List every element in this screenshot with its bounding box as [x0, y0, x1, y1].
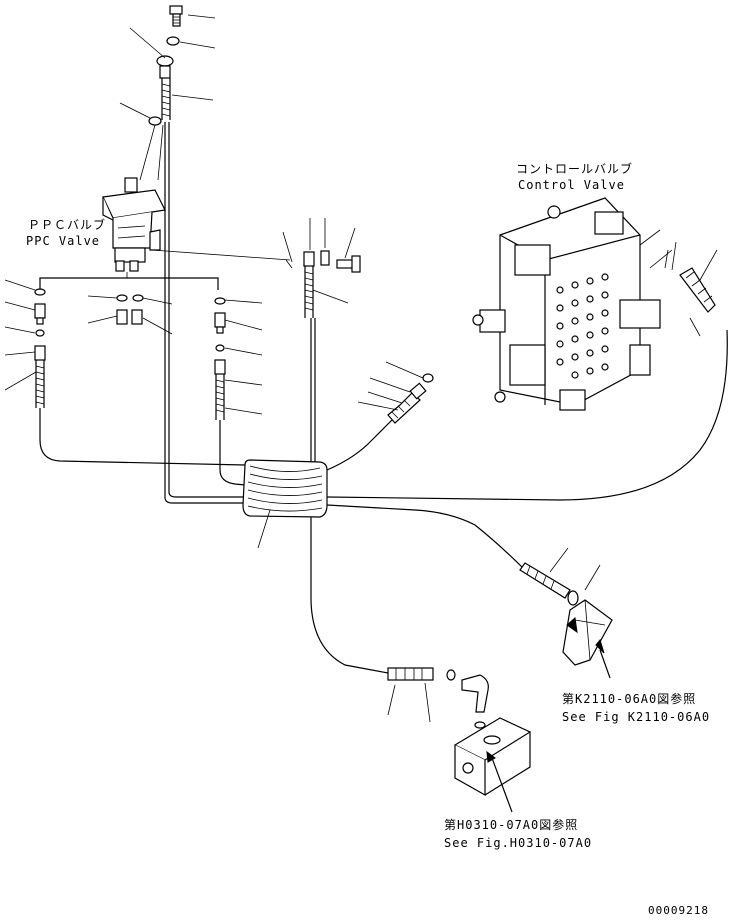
lower-block — [453, 717, 532, 797]
control-valve-holes — [556, 273, 609, 379]
middle-bolt — [336, 255, 361, 273]
drawing-number: 00009218 — [648, 904, 709, 917]
lower-right-hose — [519, 562, 579, 606]
left-hose — [34, 345, 46, 408]
middle-hose — [303, 251, 315, 318]
right-hose — [214, 359, 226, 420]
lower-elbow — [461, 674, 489, 713]
left-elbow-fitting — [34, 303, 46, 325]
reference-k2110-en: See Fig K2110-06A0 — [562, 710, 711, 724]
right-elbow-fitting — [214, 312, 226, 334]
ppc-valve-label-en: PPC Valve — [26, 234, 101, 248]
control-valve-label-jp: コントロールバルブ — [516, 162, 634, 176]
reference-h0310-en: See Fig.H0310-07A0 — [444, 836, 593, 850]
spiral-guard — [242, 459, 328, 518]
control-valve — [472, 197, 661, 411]
middle-elbow — [320, 250, 330, 266]
reference-h0310-jp: 第H0310-07A0図参照 — [444, 818, 579, 832]
reference-k2110-jp: 第K2110-06A0図参照 — [562, 692, 697, 706]
center-fittings — [116, 309, 143, 325]
ppc-o-ring-top — [148, 116, 162, 126]
control-valve-right-hose — [679, 267, 716, 313]
top-o-ring — [166, 36, 180, 46]
ppc-valve — [102, 177, 166, 272]
control-valve-label-en: Control Valve — [518, 178, 625, 192]
lower-hose-end — [387, 667, 434, 681]
lower-right-fitting — [562, 599, 613, 666]
top-bolt — [169, 5, 183, 27]
top-hose-fitting — [156, 55, 174, 120]
ppc-valve-label-jp: ＰＰＣバルブ — [28, 218, 107, 232]
control-valve-hose — [387, 382, 427, 424]
